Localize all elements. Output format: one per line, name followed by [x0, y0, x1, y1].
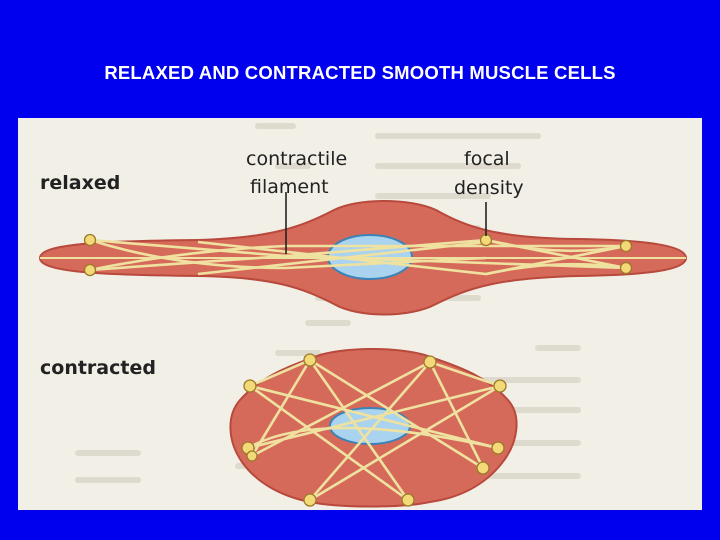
focal-density-dot [83, 233, 97, 247]
contracted-cell [229, 348, 518, 508]
relaxed-filaments [40, 238, 686, 276]
relaxed-cell [38, 200, 688, 316]
focal-density-dot [83, 263, 97, 277]
focal-density-dot [619, 261, 633, 275]
focal-density-dot [491, 441, 505, 455]
label-focal-line2: density [454, 177, 524, 199]
contracted-filaments [247, 358, 501, 502]
focal-density-dot [423, 355, 437, 369]
label-contracted: contracted [40, 357, 156, 379]
focal-density-dot [246, 450, 258, 462]
focal-density-dot [303, 493, 317, 507]
cell-diagram: relaxed contractile filament focal densi… [18, 118, 702, 510]
label-relaxed: relaxed [40, 172, 120, 194]
focal-density-dot [479, 233, 493, 247]
contracted-focal-densities [241, 353, 507, 507]
slide-title: RELAXED AND CONTRACTED SMOOTH MUSCLE CEL… [104, 62, 616, 83]
focal-density-dot [476, 461, 490, 475]
focal-density-dot [243, 379, 257, 393]
focal-density-dot [493, 379, 507, 393]
diagram-canvas: relaxed contractile filament focal densi… [38, 123, 688, 508]
label-contractile-line2: filament [250, 176, 329, 198]
focal-density-dot [303, 353, 317, 367]
focal-density-dot [619, 239, 633, 253]
relaxed-focal-densities [83, 233, 633, 277]
focal-density-dot [401, 493, 415, 507]
label-contractile-line1: contractile [246, 148, 347, 170]
label-focal-line1: focal [464, 148, 510, 170]
